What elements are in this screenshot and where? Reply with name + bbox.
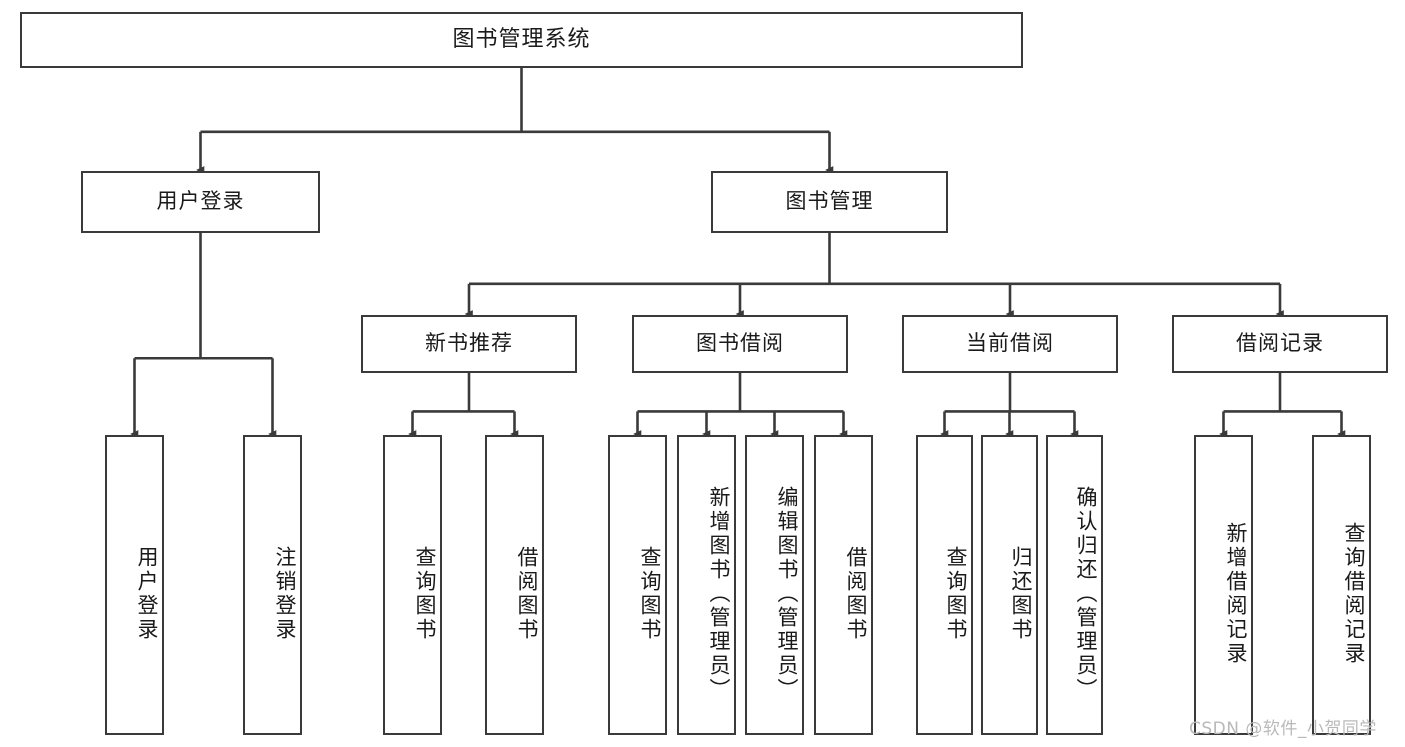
leaf-query-book-current[interactable]: 查询图书 <box>916 435 973 735</box>
node-user-login[interactable]: 用户登录 <box>81 171 320 233</box>
leaf-edit-book[interactable]: 编辑图书（管理员） <box>745 435 804 735</box>
leaf-return-book[interactable]: 归还图书 <box>981 435 1038 735</box>
leaf-query-book-recommend[interactable]: 查询图书 <box>383 435 442 735</box>
leaf-confirm-return[interactable]: 确认归还（管理员） <box>1046 435 1103 735</box>
leaf-query-book-borrow[interactable]: 查询图书 <box>608 435 667 735</box>
node-book-borrow[interactable]: 图书借阅 <box>632 315 848 373</box>
leaf-logout[interactable]: 注销登录 <box>243 435 302 735</box>
node-book-manage[interactable]: 图书管理 <box>711 171 948 233</box>
node-borrow-record[interactable]: 借阅记录 <box>1172 315 1388 373</box>
leaf-user-login[interactable]: 用户登录 <box>105 435 164 735</box>
leaf-borrow-book[interactable]: 借阅图书 <box>814 435 873 735</box>
leaf-borrow-book-recommend[interactable]: 借阅图书 <box>485 435 544 735</box>
leaf-add-book[interactable]: 新增图书（管理员） <box>677 435 736 735</box>
node-current-borrow[interactable]: 当前借阅 <box>902 315 1118 373</box>
node-new-book-recommend[interactable]: 新书推荐 <box>361 315 577 373</box>
leaf-add-borrow-record[interactable]: 新增借阅记录 <box>1194 435 1253 735</box>
leaf-query-borrow-record[interactable]: 查询借阅记录 <box>1312 435 1371 735</box>
node-root[interactable]: 图书管理系统 <box>20 12 1023 68</box>
watermark: CSDN @软件_小贺同学 <box>1189 719 1377 739</box>
